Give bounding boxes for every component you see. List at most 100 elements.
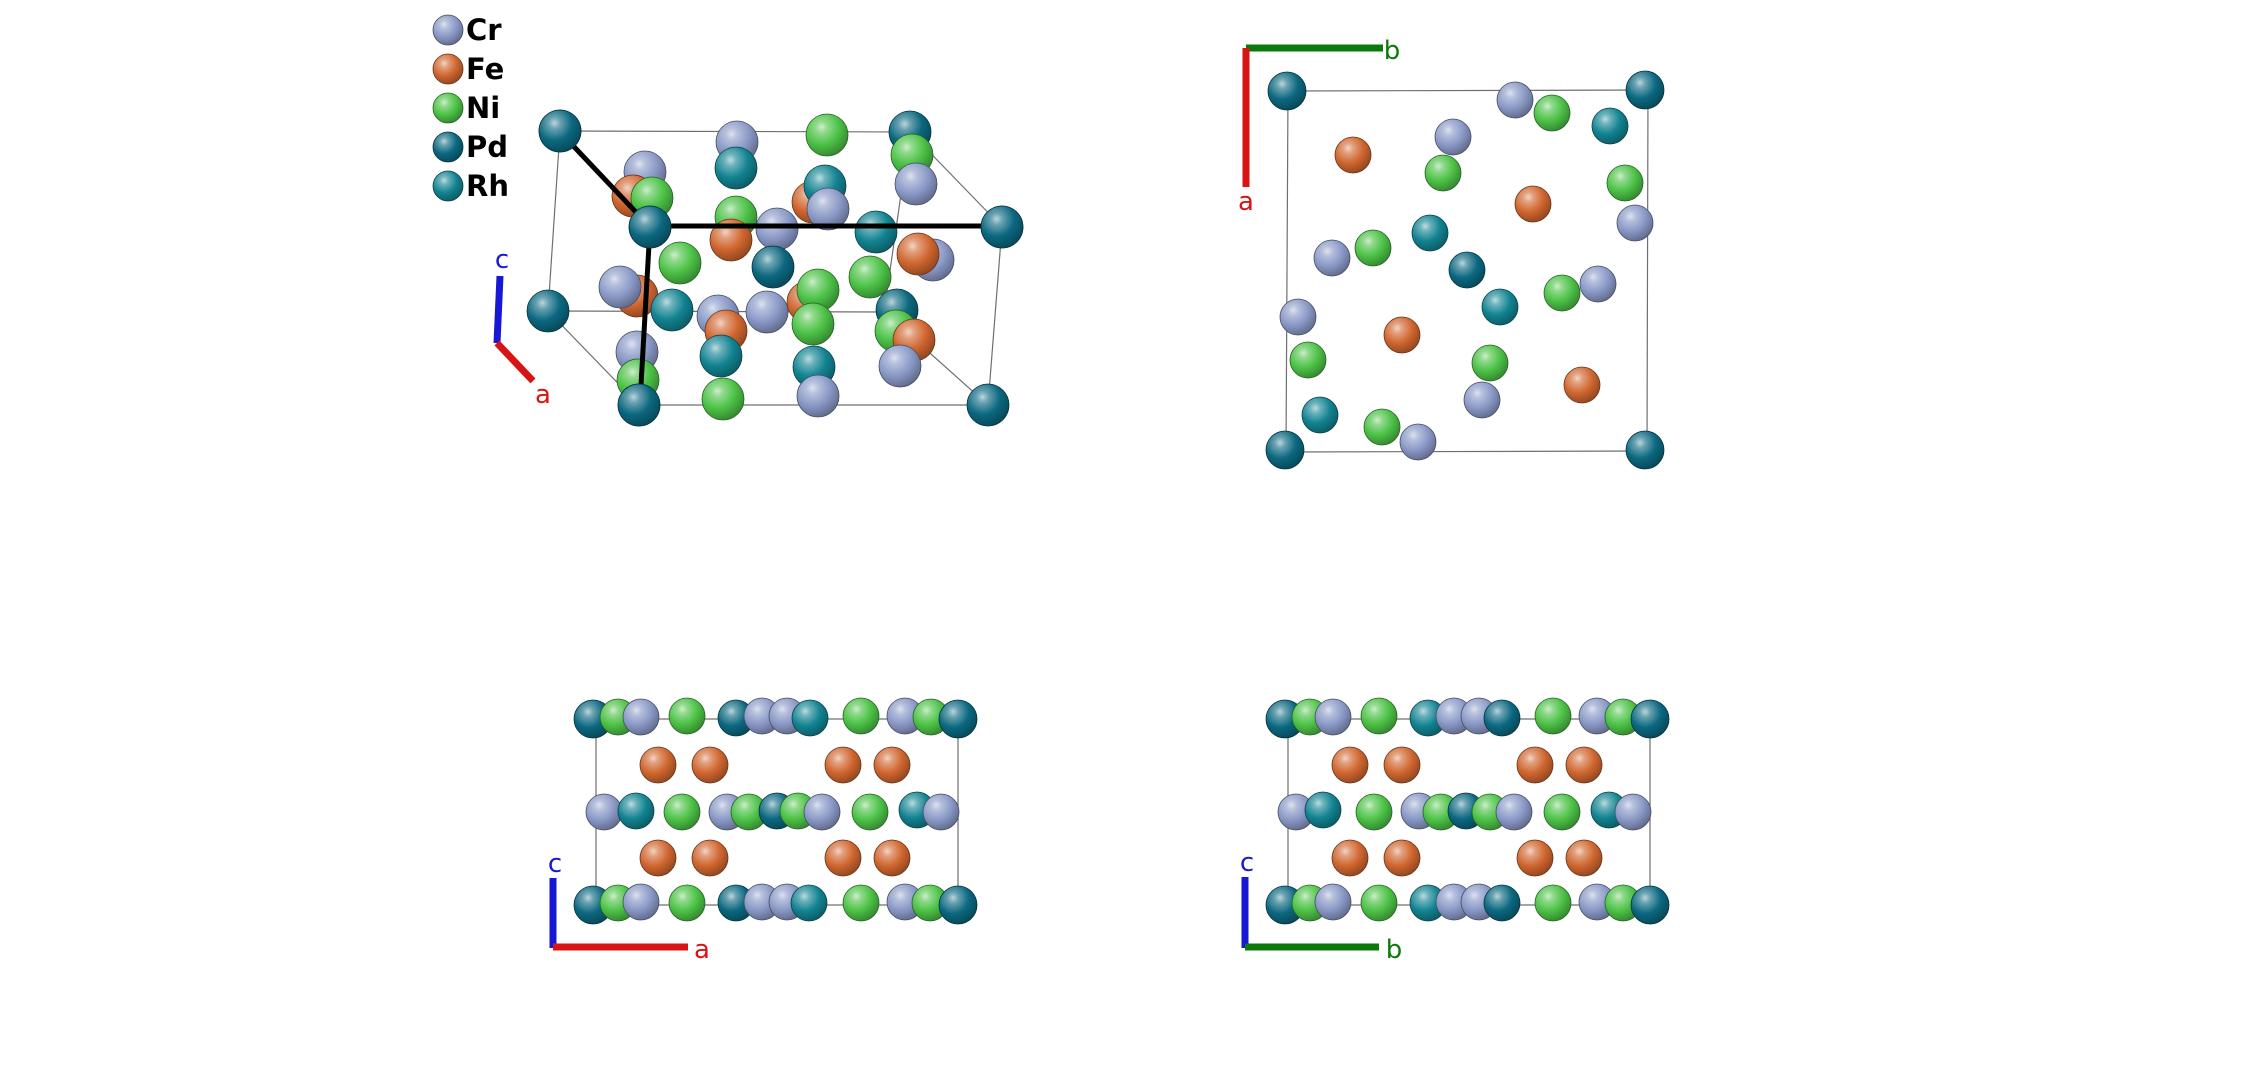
atom-Cr (878, 344, 922, 388)
atom-Pd (1630, 699, 1670, 739)
atom-Rh (617, 792, 655, 830)
atom-Fe (691, 746, 729, 784)
atom-Fe (896, 232, 940, 276)
axis-label-a: a (1238, 187, 1254, 217)
atom-Ni (1543, 274, 1581, 312)
atom-Pd (1267, 71, 1307, 111)
legend-item-Pd: Pd (432, 130, 508, 164)
atom-Cr (755, 207, 799, 251)
atom-Fe (873, 839, 911, 877)
axis-label-c: c (1240, 848, 1254, 878)
atom-Fe (709, 218, 753, 262)
atom-Cr (1495, 793, 1533, 831)
atom-Ni (1360, 884, 1398, 922)
atom-Fe (1563, 366, 1601, 404)
atom-Ni (842, 884, 880, 922)
atom-Fe (1383, 316, 1421, 354)
atom-Ni (1354, 229, 1392, 267)
legend-sphere-Pd (432, 131, 464, 163)
axis-label-c: c (548, 849, 562, 879)
atom-Cr (1614, 793, 1652, 831)
atom-Ni (668, 884, 706, 922)
atom-Cr (1314, 698, 1352, 736)
atom-Cr (1616, 204, 1654, 242)
atom-Fe (1383, 839, 1421, 877)
atom-Ni (663, 793, 701, 831)
atom-Rh (1301, 396, 1339, 434)
atom-Ni (842, 697, 880, 735)
panel-view-along-a: cb (1240, 697, 1670, 965)
atom-Pd (938, 885, 978, 925)
atom-Pd (1265, 430, 1305, 470)
atom-Fe (1331, 746, 1369, 784)
legend-label-Cr: Cr (466, 13, 502, 47)
atom-Rh (1411, 214, 1449, 252)
atom-Pd (1483, 884, 1521, 922)
legend-label-Rh: Rh (466, 169, 509, 203)
atom-Cr (894, 162, 938, 206)
atom-Ni (1533, 94, 1571, 132)
legend-item-Cr: Cr (432, 13, 502, 47)
atom-Cr (745, 290, 789, 334)
legend-sphere-Cr (432, 14, 464, 46)
axis-label-b: b (1384, 36, 1401, 66)
atom-Pd (617, 383, 661, 427)
atom-Ni (791, 302, 835, 346)
atom-Ni (701, 377, 745, 421)
atom-Fe (1565, 746, 1603, 784)
atom-Cr (598, 265, 642, 309)
atom-Ni (1534, 884, 1572, 922)
atom-Rh (791, 699, 829, 737)
axis-label-b: b (1386, 935, 1403, 965)
cell-edge (987, 226, 1003, 406)
atom-Ni (1360, 697, 1398, 735)
axis-label-a: a (535, 380, 551, 410)
atom-Pd (1448, 251, 1486, 289)
atom-Pd (1630, 885, 1670, 925)
legend-label-Ni: Ni (466, 91, 500, 125)
atom-Rh (1481, 288, 1519, 326)
legend-item-Fe: Fe (432, 52, 504, 86)
atom-Cr (1399, 423, 1437, 461)
atom-Fe (639, 839, 677, 877)
atom-Cr (1313, 239, 1351, 277)
axis-label-a: a (694, 935, 710, 965)
atom-Pd (966, 383, 1010, 427)
atom-Rh (699, 334, 743, 378)
cell-edge (1287, 89, 1649, 92)
cell-vector (637, 226, 653, 404)
atom-Cr (1434, 118, 1472, 156)
axis-label-c: c (495, 245, 509, 275)
atom-Ni (668, 697, 706, 735)
atom-Cr (1279, 298, 1317, 336)
legend-sphere-Rh (432, 170, 464, 202)
atom-Fe (1514, 185, 1552, 223)
atom-Pd (526, 289, 570, 333)
atom-Rh (1591, 107, 1629, 145)
atom-Cr (803, 793, 841, 831)
atom-Cr (1579, 265, 1617, 303)
atom-Cr (922, 793, 960, 831)
atom-Ni (1543, 793, 1581, 831)
legend-label-Pd: Pd (466, 130, 508, 164)
legend-item-Rh: Rh (432, 169, 509, 203)
atom-Pd (1483, 699, 1521, 737)
axis-line-c (493, 275, 504, 344)
cell-edge (1285, 450, 1648, 453)
atom-Pd (1625, 70, 1665, 110)
atom-Fe (1516, 839, 1554, 877)
cell-edge (547, 130, 561, 312)
atom-Ni (805, 113, 849, 157)
atom-Ni (1355, 793, 1393, 831)
atom-Pd (628, 205, 672, 249)
atom-Fe (1383, 746, 1421, 784)
panel-view-along-b: ca (548, 697, 978, 965)
atom-Cr (622, 883, 660, 921)
atom-Ni (851, 793, 889, 831)
atom-Rh (714, 146, 758, 190)
atom-Ni (848, 255, 892, 299)
